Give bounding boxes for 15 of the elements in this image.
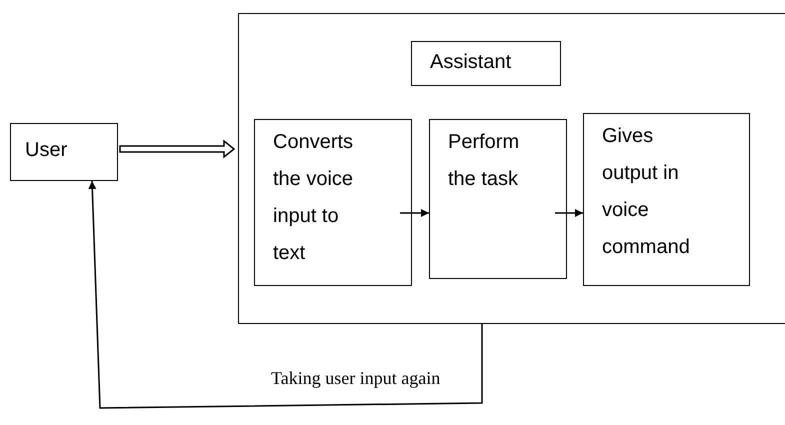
user-box <box>10 123 118 181</box>
title-box <box>411 41 561 86</box>
box-text: Perform the task <box>448 130 520 192</box>
arrow <box>400 209 429 217</box>
box-text: Gives output in voice command <box>602 124 691 260</box>
process-box <box>583 113 750 286</box>
arrow <box>88 180 483 409</box>
process-box <box>429 119 567 279</box>
container-box <box>238 13 785 324</box>
box-text: User <box>25 138 68 163</box>
box-text: Assistant <box>430 50 512 75</box>
box-text: Converts the voice input to text <box>273 130 354 266</box>
process-box <box>254 119 412 286</box>
double-line-arrow <box>119 139 236 159</box>
arrow <box>555 209 583 217</box>
